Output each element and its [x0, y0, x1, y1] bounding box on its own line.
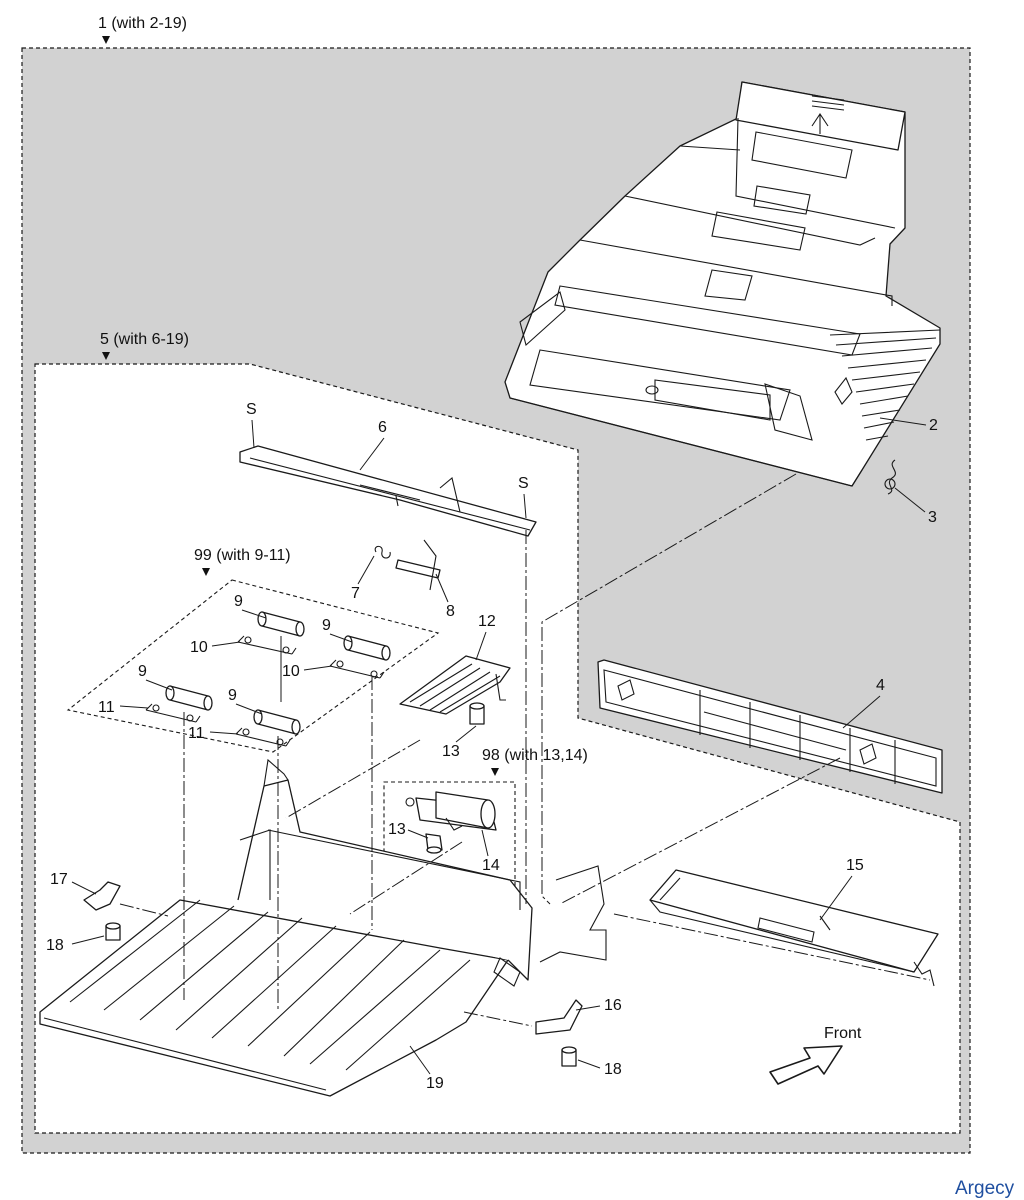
- callout-8: 8: [446, 603, 455, 620]
- leader-9c: [145, 679, 173, 691]
- callout-14: 14: [482, 857, 500, 874]
- leader-10a: [211, 641, 241, 647]
- leader-s2: [523, 493, 527, 519]
- leader-17: [71, 881, 97, 895]
- callout-12: 12: [478, 613, 496, 630]
- callout-15: 15: [846, 857, 864, 874]
- centerline-15: [613, 913, 931, 981]
- front-arrow-icon: [769, 1045, 843, 1085]
- leader-2: [879, 417, 927, 426]
- part-13-cylinder-a: [469, 702, 485, 725]
- centerline-4: [559, 757, 841, 905]
- leader-13b: [407, 829, 429, 839]
- callout-9d: 9: [228, 687, 237, 704]
- callout-10a: 10: [190, 639, 208, 656]
- leader-8: [435, 573, 449, 603]
- part-18-cylinder-b: [561, 1046, 577, 1067]
- part-19-frame: [39, 758, 607, 1097]
- group-arrow-5: [102, 352, 110, 360]
- leader-10b: [303, 665, 333, 671]
- callout-3: 3: [928, 509, 937, 526]
- part-6-guide-bar: [239, 445, 537, 537]
- part-18-cylinder-a: [105, 922, 121, 941]
- callout-2: 2: [929, 417, 938, 434]
- leader-18a: [71, 935, 105, 945]
- callout-s2: S: [518, 475, 529, 492]
- part-17-lever: [83, 881, 121, 911]
- callout-9b: 9: [322, 617, 331, 634]
- callout-13b: 13: [388, 821, 406, 838]
- leader-9d: [235, 703, 263, 715]
- part-15-bar: [649, 869, 939, 987]
- part-14-roller-assembly: [405, 791, 497, 831]
- leader-18b: [577, 1059, 601, 1069]
- group-arrow-1: [102, 36, 110, 44]
- callout-17: 17: [50, 871, 68, 888]
- callout-s1: S: [246, 401, 257, 418]
- callout-18a: 18: [46, 937, 64, 954]
- centerline-13: [285, 739, 421, 819]
- callout-10b: 10: [282, 663, 300, 680]
- callout-7: 7: [351, 585, 360, 602]
- callout-13a: 13: [442, 743, 460, 760]
- part-13-cylinder-b: [425, 833, 443, 854]
- callout-6: 6: [378, 419, 387, 436]
- group-label-1: 1 (with 2-19): [98, 15, 187, 32]
- leader-14: [481, 829, 489, 857]
- part-12-guide: [399, 655, 511, 715]
- centerline-17: [119, 903, 169, 917]
- front-label: Front: [824, 1025, 862, 1042]
- leader-s1: [251, 419, 255, 449]
- leader-11b: [209, 731, 239, 735]
- callout-18b: 18: [604, 1061, 622, 1078]
- leader-11a: [119, 705, 149, 709]
- part-2-tray-assembly: [504, 81, 941, 487]
- callout-11b: 11: [188, 725, 205, 742]
- callout-16: 16: [604, 997, 622, 1014]
- centerline-16: [463, 1011, 533, 1027]
- leader-9a: [241, 609, 267, 619]
- part-11-spring-a: [145, 703, 201, 723]
- group-label-98: 98 (with 13,14): [482, 747, 588, 764]
- callout-9c: 9: [138, 663, 147, 680]
- leader-6: [359, 437, 385, 471]
- group-arrow-99: [202, 568, 210, 576]
- callout-19: 19: [426, 1075, 444, 1092]
- leader-4: [842, 695, 881, 729]
- centerline-tray: [541, 473, 797, 905]
- callout-4: 4: [876, 677, 885, 694]
- leader-16: [575, 1005, 601, 1011]
- leader-15: [819, 875, 853, 921]
- leader-7: [357, 555, 375, 585]
- leader-13a: [455, 725, 477, 743]
- part-16-lever: [535, 999, 583, 1035]
- part-9-roller-b: [343, 635, 391, 661]
- part-9-roller-d: [253, 709, 301, 735]
- part-3-spring: [884, 459, 896, 495]
- centerline-98: [349, 841, 463, 915]
- callout-9a: 9: [234, 593, 243, 610]
- part-9-roller-c: [165, 685, 213, 711]
- part-7-spring: [374, 545, 391, 559]
- part-10-spring-a: [237, 635, 297, 655]
- leader-9b: [329, 633, 353, 643]
- part-4-rail: [597, 659, 943, 794]
- assembly-99-boundary: [66, 579, 440, 753]
- group-label-99: 99 (with 9-11): [194, 547, 291, 564]
- callout-11a: 11: [98, 699, 115, 716]
- group-label-5: 5 (with 6-19): [100, 331, 189, 348]
- leader-19: [409, 1045, 431, 1075]
- watermark: Argecy: [955, 1178, 1015, 1199]
- leader-12: [475, 631, 487, 661]
- group-arrow-98: [491, 768, 499, 776]
- leader-3: [894, 487, 926, 513]
